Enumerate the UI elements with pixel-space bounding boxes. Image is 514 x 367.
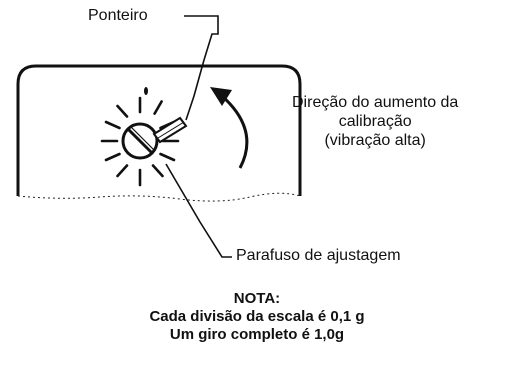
direction-label: Direção do aumento da calibração (vibraç… — [292, 93, 458, 150]
note-block: NOTA: Cada divisão da escala é 0,1 g Um … — [0, 290, 514, 344]
pointer-leader-line — [184, 15, 219, 121]
note-line-2: Um giro completo é 1,0g — [169, 326, 345, 343]
direction-label-line-3: (vibração alta) — [324, 132, 426, 149]
note-line-1: Cada divisão da escala é 0,1 g — [149, 308, 365, 325]
index-mark — [144, 87, 148, 95]
note-title: NOTA: — [233, 290, 281, 307]
direction-arrow — [220, 94, 249, 169]
adjusting-screw[interactable] — [121, 122, 159, 160]
screw-slot — [126, 127, 154, 155]
housing-outline — [16, 64, 302, 196]
pointer-label: Ponteiro — [88, 7, 148, 24]
housing-bottom-edge — [17, 192, 301, 202]
screw-leader-line — [165, 163, 232, 258]
screw-label: Parafuso de ajustagem — [236, 247, 401, 264]
direction-arrowhead — [210, 87, 232, 106]
pointer — [152, 116, 188, 144]
direction-label-line-1: Direção do aumento da — [292, 94, 459, 111]
direction-label-line-2: calibração — [338, 113, 412, 130]
